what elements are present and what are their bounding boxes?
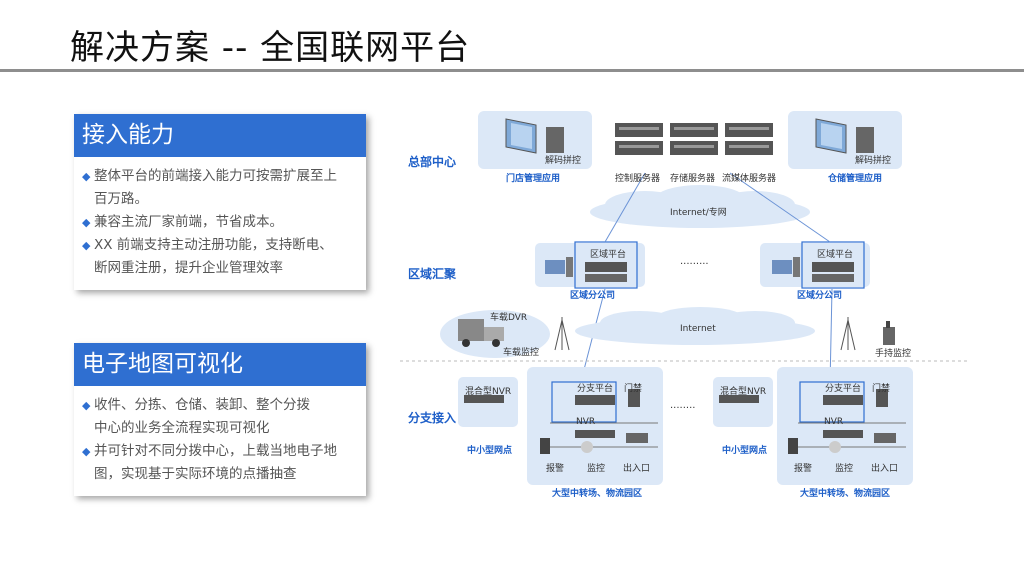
bullet-item: ◆ 并可针对不同分拨中心，上载当地电子地 图，实现基于实际环境的点播抽查 bbox=[82, 440, 360, 486]
antenna-icon bbox=[554, 317, 856, 351]
title-divider bbox=[0, 69, 1024, 72]
e-map-card: 电子地图可视化 ◆ 收件、分拣、仓储、装卸、整个分拨 中心的业务全流程实现可视化… bbox=[74, 343, 366, 496]
diamond-bullet-icon: ◆ bbox=[82, 216, 91, 229]
truck-icon bbox=[458, 319, 504, 347]
platform-server-icon bbox=[585, 262, 854, 282]
network-diagram: 总部中心 区域汇聚 分支接入 解码拼控 门店管理应用 控制服务器 存储服务器 流… bbox=[400, 105, 1000, 505]
card-body: ◆ 收件、分拣、仓储、装卸、整个分拨 中心的业务全流程实现可视化 ◆ 并可针对不… bbox=[74, 386, 366, 496]
tier-label-hq: 总部中心 bbox=[408, 155, 457, 169]
card-body: ◆ 整体平台的前端接入能力可按需扩展至上 百万路。 ◆ 兼容主流厂家前端，节省成… bbox=[74, 157, 366, 290]
cloud-icon bbox=[590, 185, 810, 228]
tier-label-region: 区域汇聚 bbox=[408, 267, 457, 281]
bullet-item: ◆ 整体平台的前端接入能力可按需扩展至上 百万路。 bbox=[82, 165, 360, 211]
bullet-item: ◆ 兼容主流厂家前端，节省成本。 bbox=[82, 211, 360, 234]
handheld-camera-icon bbox=[883, 321, 895, 345]
decoder-icon bbox=[546, 127, 564, 153]
diamond-bullet-icon: ◆ bbox=[82, 445, 91, 458]
video-wall-icon bbox=[505, 118, 537, 154]
video-wall-icon bbox=[815, 118, 847, 154]
decoder-icon bbox=[856, 127, 874, 153]
card-heading: 接入能力 bbox=[74, 114, 366, 157]
diamond-bullet-icon: ◆ bbox=[82, 399, 91, 412]
bullet-item: ◆ XX 前端支持主动注册功能，支持断电、 断网重注册，提升企业管理效率 bbox=[82, 234, 360, 280]
cloud-icon bbox=[575, 307, 815, 345]
server-rack-icon bbox=[615, 123, 773, 155]
diamond-bullet-icon: ◆ bbox=[82, 170, 91, 183]
bullet-item: ◆ 收件、分拣、仓储、装卸、整个分拨 中心的业务全流程实现可视化 bbox=[82, 394, 360, 440]
tier-label-branch: 分支接入 bbox=[408, 411, 457, 425]
page-title: 解决方案 -- 全国联网平台 bbox=[70, 28, 471, 68]
diagram-canvas bbox=[400, 111, 970, 485]
card-heading: 电子地图可视化 bbox=[74, 343, 366, 386]
access-capability-card: 接入能力 ◆ 整体平台的前端接入能力可按需扩展至上 百万路。 ◆ 兼容主流厂家前… bbox=[74, 114, 366, 290]
workstation-icon bbox=[545, 257, 800, 277]
diamond-bullet-icon: ◆ bbox=[82, 239, 91, 252]
